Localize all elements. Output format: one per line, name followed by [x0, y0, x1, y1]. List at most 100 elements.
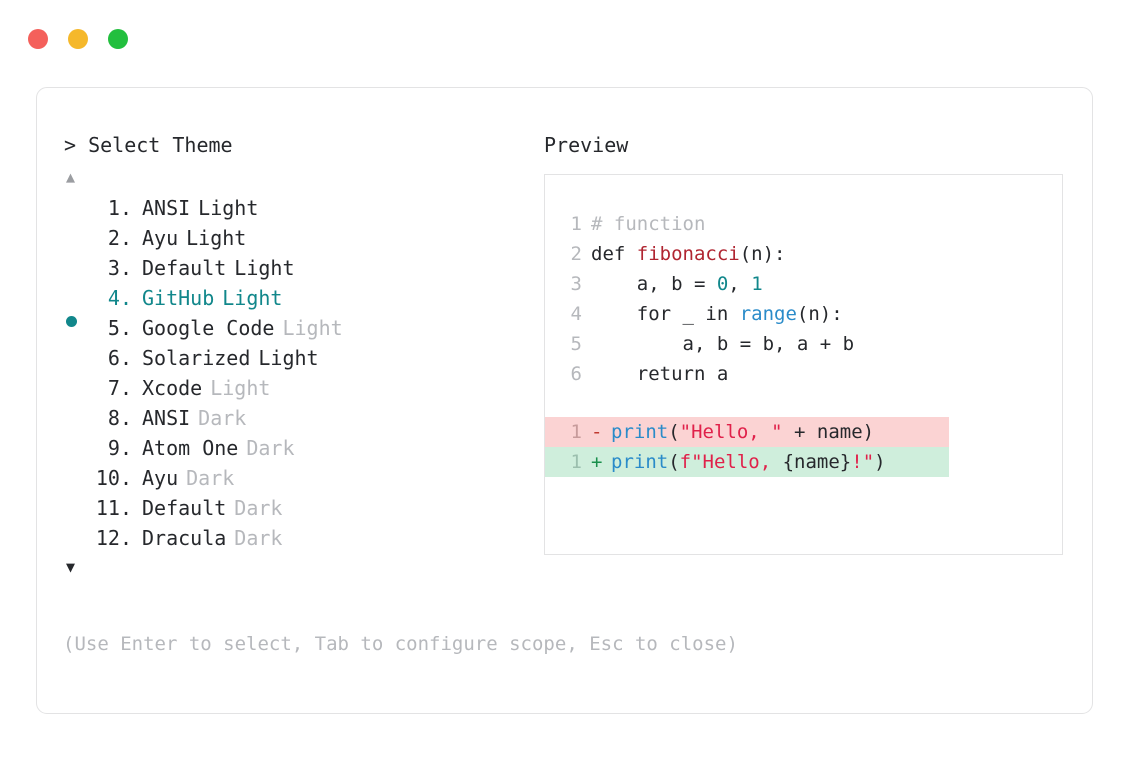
code-token: def: [591, 243, 637, 265]
theme-item-index: 2.: [107, 226, 132, 250]
line-number: 4: [570, 303, 582, 325]
zoom-icon[interactable]: [108, 29, 128, 49]
code-line-content: def fibonacci(n):: [591, 239, 785, 269]
theme-list-item[interactable]: 9. Atom One Dark: [64, 433, 534, 463]
code-token: 1: [751, 273, 763, 295]
scroll-down-icon[interactable]: ▼: [66, 558, 76, 576]
theme-item-name: Google Code: [142, 316, 275, 340]
code-token: (: [668, 421, 680, 443]
line-number: 5: [570, 333, 582, 355]
code-line-content: print(f"Hello, {name}!"): [611, 447, 886, 477]
line-number: 6: [570, 363, 582, 385]
preview-label: Preview: [544, 133, 629, 157]
theme-item-index: 8.: [107, 406, 132, 430]
theme-item-index: 1.: [107, 196, 132, 220]
code-token: # function: [591, 213, 706, 235]
theme-item-variant: Light: [282, 316, 343, 340]
line-number: 1: [570, 451, 582, 473]
minimize-icon[interactable]: [68, 29, 88, 49]
theme-item-variant: Light: [234, 256, 295, 280]
code-token: for _ in: [591, 303, 740, 325]
theme-item-variant: Dark: [234, 496, 283, 520]
close-icon[interactable]: [28, 29, 48, 49]
theme-item-variant: Light: [222, 286, 283, 310]
diff-sign: -: [591, 421, 603, 443]
theme-item-variant: Dark: [234, 526, 283, 550]
line-number: 1: [570, 213, 582, 235]
theme-item-name: ANSI: [142, 406, 191, 430]
code-token: print: [611, 421, 669, 443]
theme-list-item[interactable]: 2. Ayu Light: [64, 223, 534, 253]
code-token: f"Hello,: [679, 451, 783, 473]
theme-list-item[interactable]: 8. ANSI Dark: [64, 403, 534, 433]
theme-list-item[interactable]: 5. Google Code Light: [64, 313, 534, 343]
scroll-up-icon[interactable]: ▲: [66, 168, 76, 186]
theme-item-name: Default: [142, 256, 227, 280]
theme-item-name: Default: [142, 496, 227, 520]
theme-item-index: 5.: [107, 316, 132, 340]
code-token: {name}: [782, 451, 852, 473]
code-line: 6 return a: [545, 359, 1062, 389]
code-line-content: return a: [591, 359, 729, 389]
code-token: ,: [728, 273, 752, 295]
diff-sign: +: [591, 451, 603, 473]
theme-item-index: 4.: [107, 286, 132, 310]
code-token: (n):: [796, 303, 843, 325]
theme-item-name: Xcode: [142, 376, 203, 400]
code-line-content: a, b = 0, 1: [591, 269, 763, 299]
code-token: !": [851, 451, 875, 473]
theme-list-item[interactable]: 4. GitHub Light: [64, 283, 534, 327]
diff-added-line: 1 + print(f"Hello, {name}!"): [545, 447, 949, 477]
theme-item-variant: Dark: [186, 466, 235, 490]
theme-item-index: 10.: [95, 466, 132, 490]
code-line-content: for _ in range(n):: [591, 299, 843, 329]
theme-list-item[interactable]: 7. Xcode Light: [64, 373, 534, 403]
keyboard-hint: (Use Enter to select, Tab to configure s…: [63, 633, 738, 655]
theme-item-variant: Light: [186, 226, 247, 250]
line-number: 3: [570, 273, 582, 295]
code-token: a, b =: [591, 273, 717, 295]
theme-item-variant: Light: [198, 196, 259, 220]
theme-item-variant: Light: [210, 376, 271, 400]
theme-item-variant: Dark: [198, 406, 247, 430]
code-token: 0: [716, 273, 729, 295]
theme-item-index: 6.: [107, 346, 132, 370]
theme-item-index: 7.: [107, 376, 132, 400]
code-token: range: [739, 303, 797, 325]
theme-item-name: GitHub: [142, 286, 215, 310]
code-token: print: [611, 451, 669, 473]
prompt-label: > Select Theme: [64, 133, 233, 157]
diff-removed-line: 1-print("Hello, " + name): [545, 417, 949, 447]
theme-item-name: Ayu: [142, 226, 179, 250]
code-token: "Hello, ": [679, 421, 783, 443]
code-token: + name): [782, 421, 875, 443]
theme-item-name: Solarized: [142, 346, 251, 370]
code-line-content: # function: [591, 209, 705, 239]
code-token: ): [874, 451, 886, 473]
theme-item-index: 12.: [95, 526, 132, 550]
code-line: 3 a, b = 0, 1: [545, 269, 1062, 299]
theme-item-name: Atom One: [142, 436, 239, 460]
code-line: 5 a, b = b, a + b: [545, 329, 1062, 359]
theme-item-index: 3.: [107, 256, 132, 280]
code-token: return a: [591, 363, 729, 385]
theme-item-variant: Dark: [246, 436, 295, 460]
theme-list-item[interactable]: 3. Default Light: [64, 253, 534, 283]
code-line-content: a, b = b, a + b: [591, 329, 855, 359]
line-number: 2: [570, 243, 582, 265]
code-line: 1 # function: [545, 209, 1062, 239]
code-token: fibonacci: [636, 243, 740, 265]
code-token: (: [668, 451, 680, 473]
code-token: (n):: [739, 243, 786, 265]
theme-item-index: 9.: [107, 436, 132, 460]
